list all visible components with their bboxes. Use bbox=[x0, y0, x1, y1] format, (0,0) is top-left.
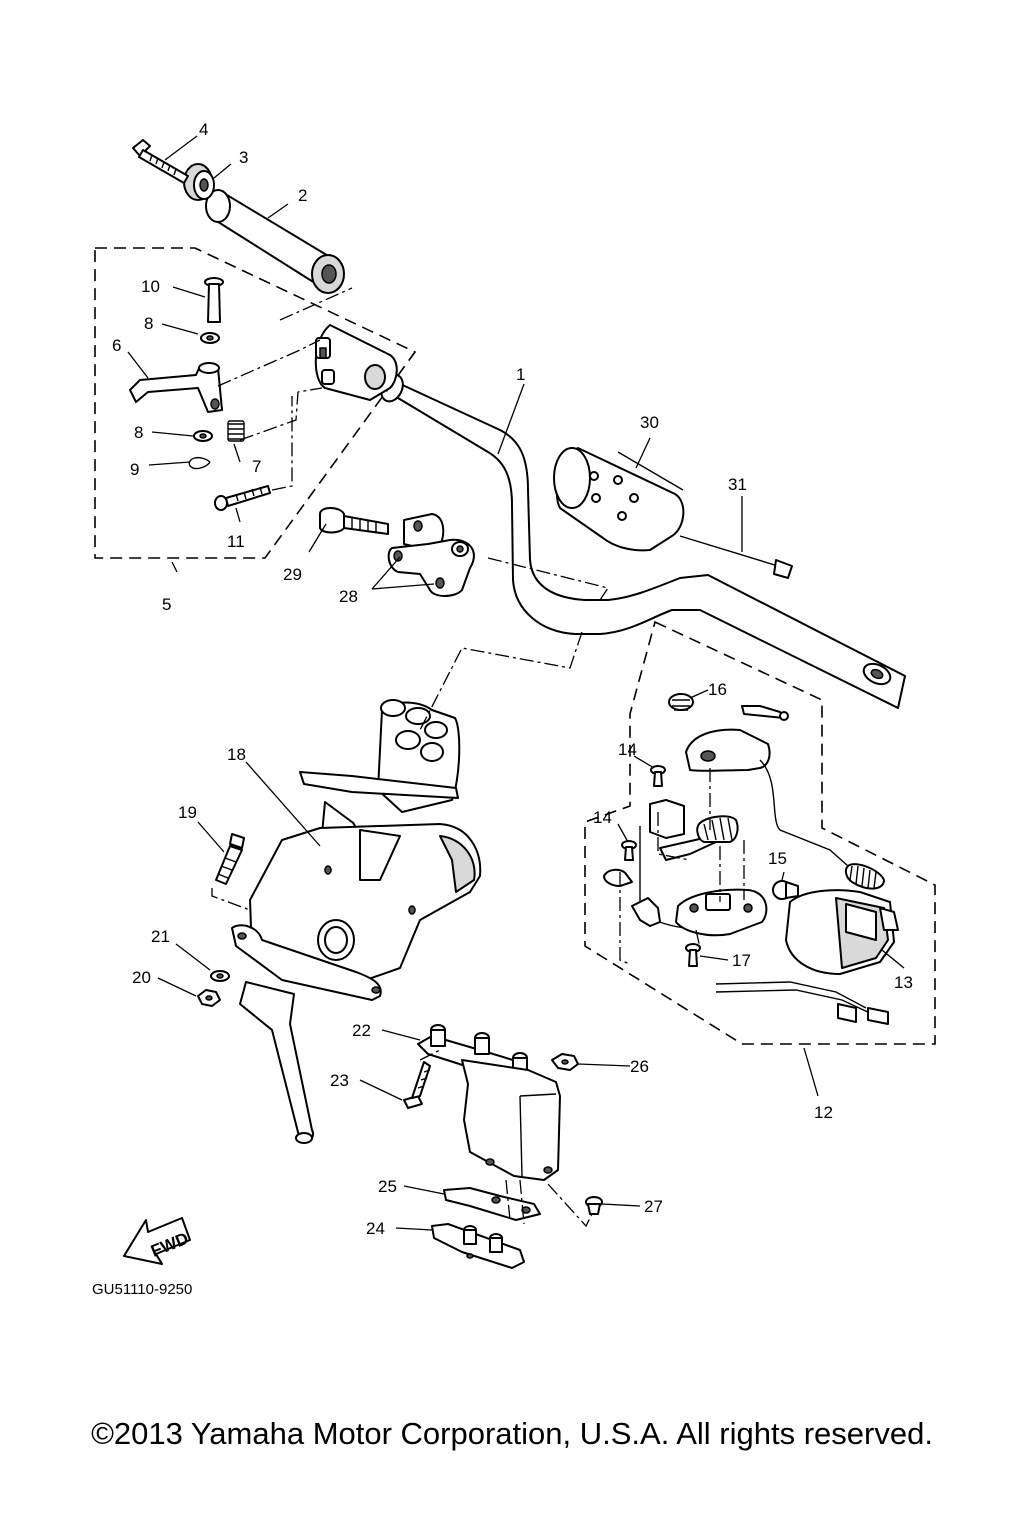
copyright-notice: ©2013 Yamaha Motor Corporation, U.S.A. A… bbox=[91, 1416, 933, 1451]
callout-18: 18 bbox=[227, 745, 246, 764]
circlip-9 bbox=[188, 456, 211, 470]
callout-2: 2 bbox=[298, 186, 307, 205]
throttle-chain-lines bbox=[217, 287, 353, 491]
grommet-16 bbox=[668, 693, 694, 711]
switch-base bbox=[675, 888, 768, 937]
forward-arrow-icon: FWD bbox=[123, 1217, 191, 1265]
bolt-4 bbox=[132, 139, 189, 184]
bolt19-chain-line bbox=[211, 888, 251, 911]
callout-22: 22 bbox=[352, 1021, 371, 1040]
steering-cover bbox=[231, 823, 482, 1001]
screw-14 bbox=[621, 765, 666, 861]
callout-31: 31 bbox=[728, 475, 747, 494]
cable-tie-31 bbox=[679, 535, 793, 579]
throttle-lever bbox=[129, 362, 223, 413]
callout-1: 1 bbox=[516, 365, 525, 384]
screw-17 bbox=[685, 943, 701, 967]
handlebar-pad-30 bbox=[553, 447, 685, 552]
callout-17: 17 bbox=[732, 951, 751, 970]
bracket-main bbox=[461, 1059, 561, 1181]
callout-10: 10 bbox=[141, 277, 160, 296]
throttle-housing bbox=[314, 324, 398, 401]
bracket-chain-lines bbox=[419, 1049, 593, 1228]
bolt-19 bbox=[215, 833, 245, 885]
callout-20: 20 bbox=[132, 968, 151, 987]
callout-27: 27 bbox=[644, 1197, 663, 1216]
callout-28: 28 bbox=[339, 587, 358, 606]
callout-9: 9 bbox=[130, 460, 139, 479]
callout-3: 3 bbox=[239, 148, 248, 167]
leader-lines bbox=[127, 135, 905, 1231]
callout-8b: 8 bbox=[134, 423, 143, 442]
grommet-15 bbox=[772, 880, 799, 900]
callout-13: 13 bbox=[894, 973, 913, 992]
column-chain-line bbox=[419, 631, 583, 731]
handlebar-clamp-28 bbox=[387, 513, 475, 597]
steering-shaft-lower bbox=[239, 981, 314, 1144]
steering-column bbox=[299, 699, 461, 841]
callout-24: 24 bbox=[366, 1219, 385, 1238]
cable-spring bbox=[759, 759, 885, 890]
bolt-23 bbox=[403, 1061, 431, 1109]
callout-15: 15 bbox=[768, 849, 787, 868]
throttle-assembly-outline bbox=[94, 247, 417, 559]
callout-19: 19 bbox=[178, 803, 197, 822]
callout-14a: 14 bbox=[618, 740, 637, 759]
nut-26 bbox=[551, 1053, 579, 1071]
washers-8 bbox=[193, 332, 220, 442]
callout-25: 25 bbox=[378, 1177, 397, 1196]
lanyard-clip bbox=[741, 705, 789, 721]
clamp-bolt-29 bbox=[319, 507, 389, 535]
switch-housing-top bbox=[685, 728, 771, 772]
callout-30: 30 bbox=[640, 413, 659, 432]
switch-chain-lines bbox=[619, 768, 745, 965]
plate-24 bbox=[431, 1223, 525, 1269]
plate-25 bbox=[443, 1187, 541, 1221]
callout-16: 16 bbox=[708, 680, 727, 699]
switch-wires bbox=[715, 981, 889, 1025]
callout-23: 23 bbox=[330, 1071, 349, 1090]
callout-14b: 14 bbox=[593, 808, 612, 827]
callout-5: 5 bbox=[162, 595, 171, 614]
callout-11: 11 bbox=[227, 532, 245, 551]
pin-10 bbox=[204, 277, 224, 323]
diagram-code: GU51110-9250 bbox=[92, 1281, 192, 1298]
callout-26: 26 bbox=[630, 1057, 649, 1076]
screw-27 bbox=[585, 1196, 603, 1215]
callout-21: 21 bbox=[151, 927, 170, 946]
callout-4: 4 bbox=[199, 120, 208, 139]
switch-body bbox=[603, 799, 739, 929]
washer-21 bbox=[210, 970, 230, 982]
callout-labels: 4 3 2 10 8 6 8 9 7 11 5 1 30 31 29 28 18… bbox=[112, 120, 913, 1238]
grip bbox=[205, 189, 345, 294]
nut-20 bbox=[197, 989, 221, 1007]
switch-cover-13 bbox=[785, 889, 899, 975]
collar bbox=[183, 163, 215, 201]
screw-11 bbox=[214, 485, 271, 511]
callout-6: 6 bbox=[112, 336, 121, 355]
callout-8a: 8 bbox=[144, 314, 153, 333]
switch-assembly-outline bbox=[584, 620, 936, 1045]
callout-29: 29 bbox=[283, 565, 302, 584]
callout-7: 7 bbox=[252, 457, 261, 476]
spring-7 bbox=[227, 420, 245, 442]
clamp-chain-line bbox=[487, 557, 610, 601]
callout-12: 12 bbox=[814, 1103, 833, 1122]
